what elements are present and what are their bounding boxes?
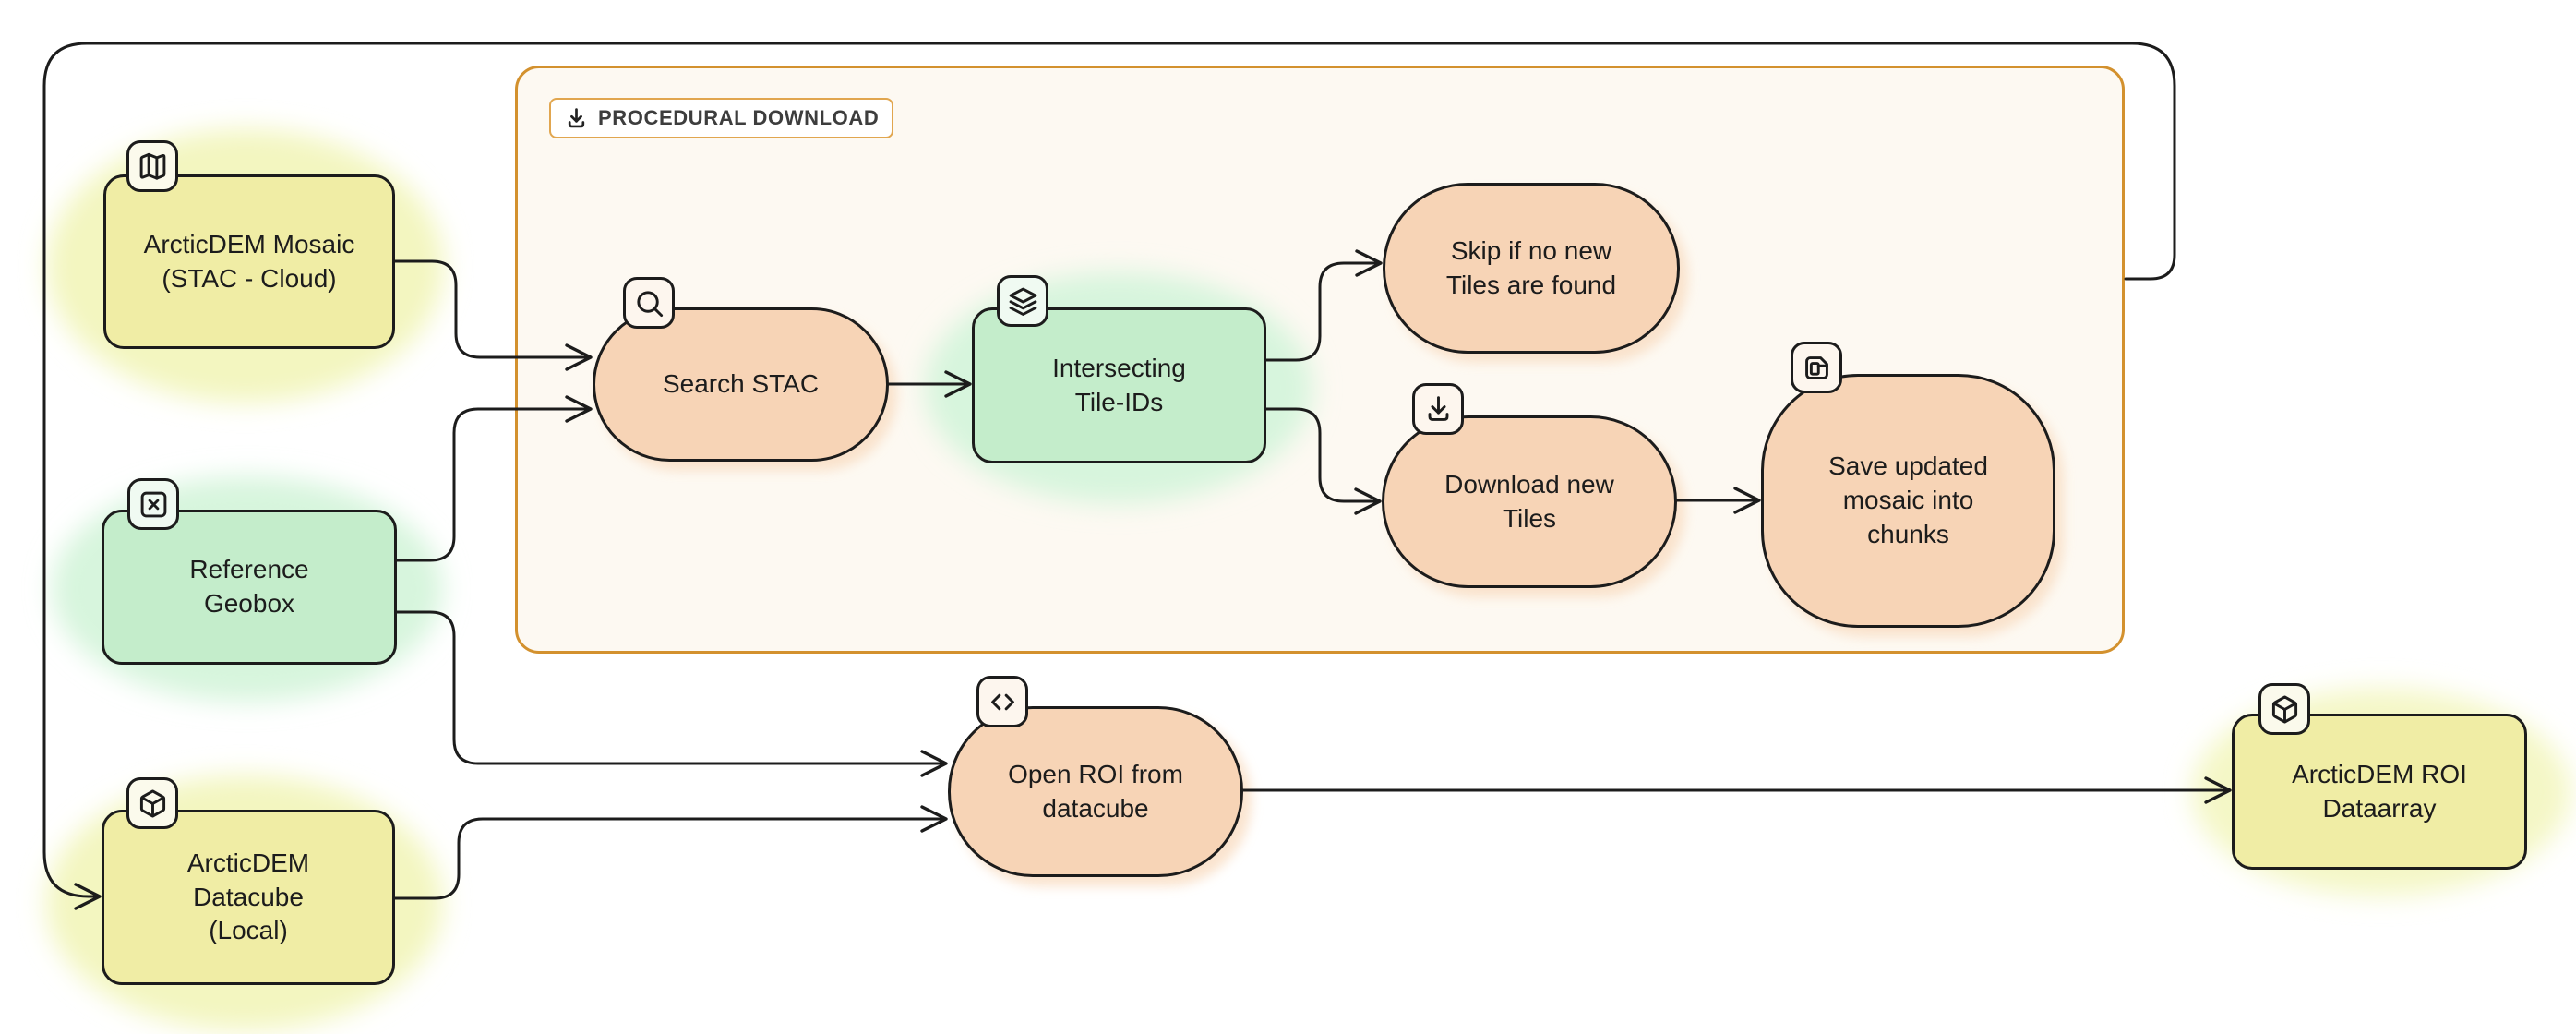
map-icon [126,140,178,192]
procedural-download-label: PROCEDURAL DOWNLOAD [549,98,894,138]
node-label: Intersecting Tile-IDs [1052,353,1186,416]
node-open-roi-from-datacube: Open ROI from datacube [948,706,1243,877]
group-label-text: PROCEDURAL DOWNLOAD [598,106,880,129]
cube-icon [2258,683,2310,735]
node-label: ArcticDEM Datacube (Local) [186,848,310,945]
node-label: Download new Tiles [1444,469,1614,533]
download-icon [1412,383,1464,435]
node-label: Reference Geobox [189,555,309,618]
x-square-icon [127,478,179,530]
search-icon [623,277,675,329]
cube-icon [126,777,178,829]
layers-icon [997,275,1048,327]
node-download-new-tiles: Download new Tiles [1382,415,1677,588]
node-label: ArcticDEM ROI Dataarray [2292,759,2467,823]
node-label: ArcticDEM Mosaic (STAC - Cloud) [143,229,355,293]
save-icon [1791,342,1842,393]
node-label: Open ROI from datacube [1008,759,1183,823]
node-reference-geobox: Reference Geobox [102,510,397,665]
node-skip-if-no-new-tiles: Skip if no new Tiles are found [1383,183,1680,354]
node-arcticdem-roi-dataarray: ArcticDEM ROI Dataarray [2232,714,2527,870]
node-arcticdem-mosaic: ArcticDEM Mosaic (STAC - Cloud) [103,174,395,349]
node-arcticdem-datacube: ArcticDEM Datacube (Local) [102,810,395,985]
node-label: Save updated mosaic into chunks [1828,451,1988,548]
node-label: Search STAC [662,369,820,399]
edge-datacube-to-openroi [393,817,948,900]
node-search-stac: Search STAC [593,307,889,462]
code-icon [976,676,1028,727]
node-intersecting-tile-ids: Intersecting Tile-IDs [972,307,1266,463]
download-icon [568,107,585,127]
node-label: Skip if no new Tiles are found [1445,235,1617,299]
node-save-updated-mosaic: Save updated mosaic into chunks [1761,374,2055,628]
